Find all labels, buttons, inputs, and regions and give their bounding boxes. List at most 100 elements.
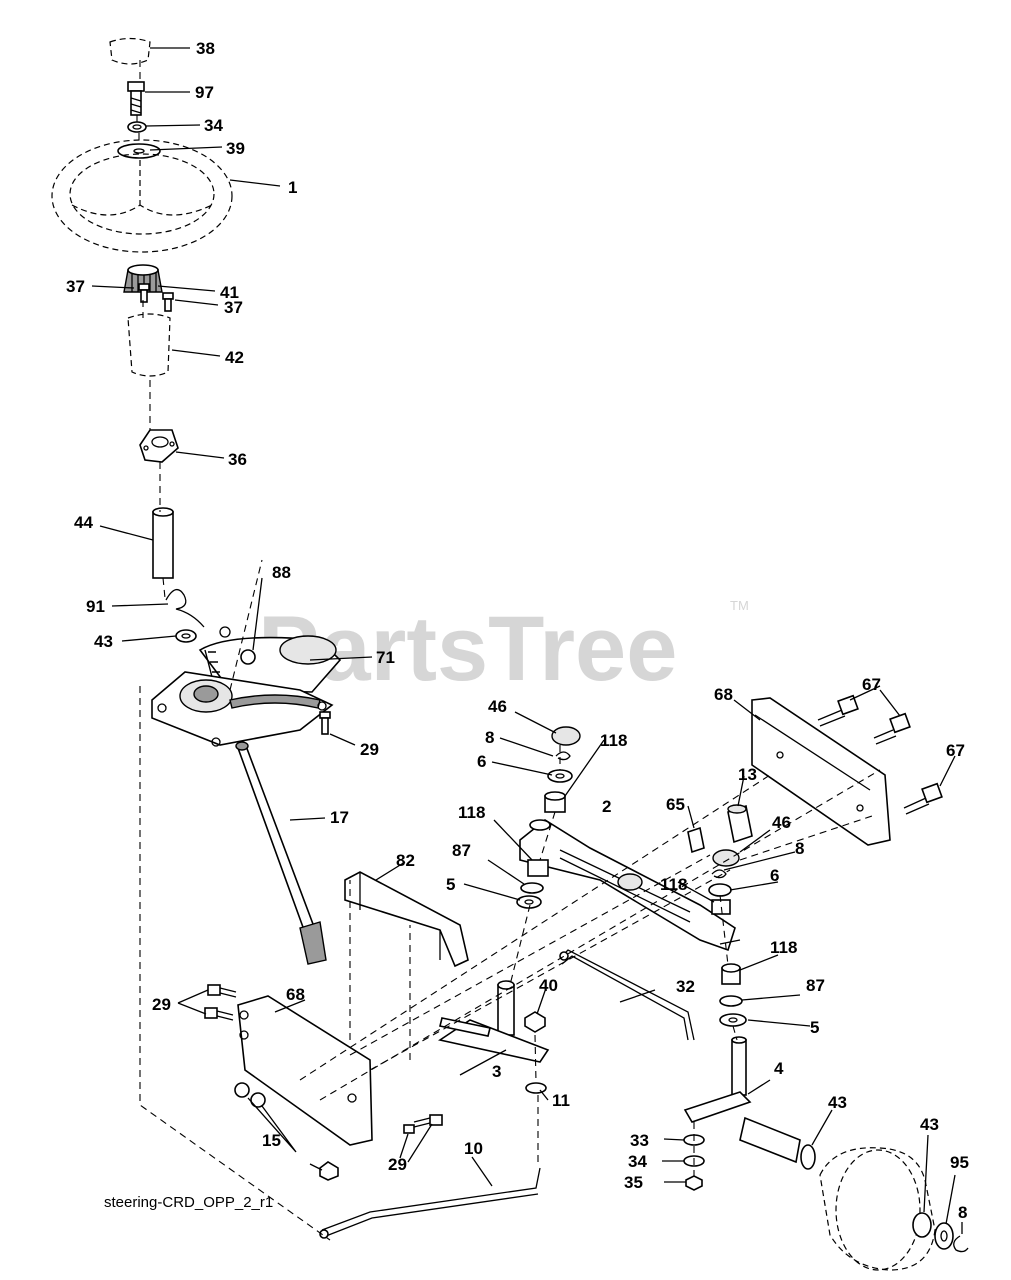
callout-5-right: 5 xyxy=(810,1018,819,1037)
callout-6-upper: 6 xyxy=(477,752,486,771)
part-cap-46-upper[interactable] xyxy=(551,726,581,746)
callout-91: 91 xyxy=(86,597,105,616)
part-boot-42[interactable] xyxy=(127,313,171,377)
part-clip-91[interactable] xyxy=(165,588,205,628)
part-bolt-67-c[interactable] xyxy=(903,782,943,815)
part-washer-5-right[interactable] xyxy=(719,1013,747,1027)
callout-118-b: 118 xyxy=(458,803,485,822)
callout-42: 42 xyxy=(225,348,244,367)
callout-13: 13 xyxy=(738,765,757,784)
part-tire[interactable] xyxy=(819,1147,936,1271)
part-washer-39[interactable] xyxy=(117,143,161,159)
part-bolt-67-b[interactable] xyxy=(873,712,911,745)
callout-46-right: 46 xyxy=(772,813,791,832)
part-bolts-29-left[interactable] xyxy=(204,984,237,1021)
callout-118-c: 118 xyxy=(660,875,687,894)
part-spacer-13[interactable] xyxy=(727,804,753,844)
part-washer-87-right[interactable] xyxy=(719,995,743,1007)
part-bushing-118-b[interactable] xyxy=(527,859,549,877)
part-shaft-44[interactable] xyxy=(152,507,174,579)
part-nut-40[interactable] xyxy=(524,1011,546,1033)
part-shaft-17[interactable] xyxy=(235,741,327,965)
callout-10: 10 xyxy=(464,1139,483,1158)
part-spindle-3[interactable] xyxy=(437,980,550,1063)
callout-67-b: 67 xyxy=(946,741,965,760)
part-washer-6-right[interactable] xyxy=(708,883,732,897)
part-bracket-68-left[interactable] xyxy=(237,995,373,1146)
part-steering-wheel-1[interactable] xyxy=(51,139,233,253)
callout-43-spindle: 43 xyxy=(828,1093,847,1112)
callout-2: 2 xyxy=(602,797,611,816)
part-bracket-82[interactable] xyxy=(344,871,469,968)
part-washer-43-upper[interactable] xyxy=(175,629,197,643)
callout-44: 44 xyxy=(74,513,93,532)
callout-95: 95 xyxy=(950,1153,969,1172)
part-gear-housing[interactable] xyxy=(151,671,334,747)
callout-82: 82 xyxy=(396,851,415,870)
callout-11: 11 xyxy=(552,1091,570,1110)
callout-87-left: 87 xyxy=(452,841,471,860)
part-bolt-97[interactable] xyxy=(127,81,145,116)
callout-8-right: 8 xyxy=(795,839,804,858)
callout-67-a: 67 xyxy=(862,675,881,694)
callout-38: 38 xyxy=(196,39,215,58)
part-washer-11[interactable] xyxy=(525,1082,547,1094)
part-washer-95[interactable] xyxy=(934,1222,954,1250)
callout-118-a: 118 xyxy=(600,731,627,750)
part-tie-rod-32[interactable] xyxy=(559,949,695,1041)
part-clip-8-upper[interactable] xyxy=(555,751,571,761)
part-bolt-29-upper[interactable] xyxy=(319,711,331,735)
part-cap-46-right[interactable] xyxy=(712,849,740,867)
part-axle-2[interactable] xyxy=(519,819,736,952)
part-washer-34[interactable] xyxy=(127,121,147,133)
callout-68-right: 68 xyxy=(714,685,733,704)
callout-8-upper: 8 xyxy=(485,728,494,747)
part-nuts-15[interactable] xyxy=(234,1082,339,1181)
callout-34: 34 xyxy=(204,116,223,135)
callout-33: 33 xyxy=(630,1131,649,1150)
part-bearing-flange-36[interactable] xyxy=(139,429,179,463)
part-washer-43-spindle[interactable] xyxy=(800,1144,816,1170)
callout-46-upper: 46 xyxy=(488,697,507,716)
callout-5-left: 5 xyxy=(446,875,455,894)
part-bolts-29-lower[interactable] xyxy=(403,1114,443,1134)
part-washer-87-left[interactable] xyxy=(520,882,544,894)
part-clip-8-wheel[interactable] xyxy=(953,1235,969,1253)
part-bolt-67-a[interactable] xyxy=(817,694,859,727)
part-nut-35[interactable] xyxy=(685,1175,703,1191)
callout-4: 4 xyxy=(774,1059,784,1078)
callout-37-left: 37 xyxy=(66,277,85,296)
part-drag-link-10[interactable] xyxy=(319,1167,541,1239)
part-washer-5-left[interactable] xyxy=(516,895,542,909)
part-washer-6-upper[interactable] xyxy=(547,769,573,783)
part-cap-38[interactable] xyxy=(109,37,151,65)
callout-68-left: 68 xyxy=(286,985,305,1004)
callout-88: 88 xyxy=(272,563,291,582)
part-washer-43-wheel[interactable] xyxy=(912,1212,932,1238)
callout-71: 71 xyxy=(376,648,395,667)
callout-34-lower: 34 xyxy=(628,1152,647,1171)
callout-29-left: 29 xyxy=(152,995,171,1014)
part-screw-37-left[interactable] xyxy=(138,283,150,303)
part-pin-65[interactable] xyxy=(687,826,705,854)
part-screw-37-right[interactable] xyxy=(162,292,174,312)
diagram-caption: steering-CRD_OPP_2_r1 xyxy=(104,1194,273,1211)
part-bracket-68-right[interactable] xyxy=(751,697,891,846)
callout-43-wheel: 43 xyxy=(920,1115,939,1134)
callout-39: 39 xyxy=(226,139,245,158)
callout-3: 3 xyxy=(492,1062,501,1081)
callout-29-lower: 29 xyxy=(388,1155,407,1174)
callout-29-upper: 29 xyxy=(360,740,379,759)
callout-65: 65 xyxy=(666,795,685,814)
callout-32: 32 xyxy=(676,977,695,996)
part-bushing-118-d[interactable] xyxy=(721,963,741,985)
part-bushing-118-a[interactable] xyxy=(544,791,566,813)
part-steering-gear-88[interactable] xyxy=(198,626,342,701)
part-spindle-4[interactable] xyxy=(683,1036,801,1164)
callout-41: 41 xyxy=(220,283,239,302)
callout-1: 1 xyxy=(288,178,297,197)
part-adapter-41[interactable] xyxy=(123,264,163,293)
part-clip-8-right[interactable] xyxy=(711,869,727,879)
